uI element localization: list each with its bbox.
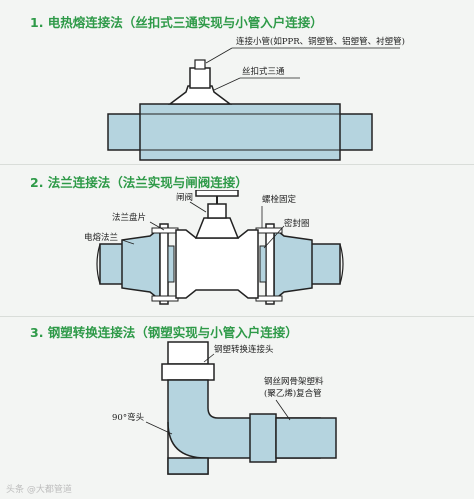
seal-ring-left xyxy=(167,245,175,283)
tee-socket xyxy=(139,103,341,161)
label-small-pipe: 连接小管(如PPR、铜塑管、铝塑管、衬塑管) xyxy=(236,36,405,47)
bolt-top-left xyxy=(151,227,179,234)
valve-handwheel xyxy=(195,190,239,197)
label-adapter: 钢塑转换连接头 xyxy=(214,344,274,355)
gate-valve-body xyxy=(175,229,259,299)
adapter-sleeve xyxy=(161,363,215,381)
section-3-diagram: 钢塑转换连接头 钢丝网骨架塑料 (聚乙烯)复合管 90°弯头 xyxy=(112,341,337,475)
composite-pipe xyxy=(275,417,337,459)
section-1-title: 1. 电热熔连接法（丝扣式三通实现与小管入户连接） xyxy=(30,15,323,30)
valve-bonnet xyxy=(194,217,240,239)
label-composite-1: 钢丝网骨架塑料 xyxy=(264,376,324,387)
label-elbow: 90°弯头 xyxy=(112,412,145,423)
bolt-bottom-left xyxy=(151,295,179,302)
bolt-bottom-right xyxy=(255,295,283,302)
section-1-diagram: 连接小管(如PPR、铜塑管、铝塑管、衬塑管) 丝扣式三通 xyxy=(107,36,405,161)
label-flange-disc: 法兰盘片 xyxy=(112,212,146,223)
left-flange-disc xyxy=(159,223,169,305)
divider-1 xyxy=(0,164,474,165)
tee-body xyxy=(167,85,233,105)
label-composite-2: (聚乙烯)复合管 xyxy=(264,388,322,399)
watermark: 头条 @大都管道 xyxy=(6,485,72,495)
small-pipe xyxy=(189,67,211,89)
right-ef-flange xyxy=(273,226,313,302)
seal-ring-right xyxy=(259,245,267,283)
left-ef-flange xyxy=(121,226,161,302)
adapter-cap xyxy=(167,341,209,365)
label-tee: 丝扣式三通 xyxy=(242,66,285,77)
section-2-diagram: 闸阀 螺栓固定 法兰盘片 密封圈 电熔法兰 xyxy=(84,190,344,305)
right-flange-disc xyxy=(265,223,275,305)
label-bolt: 螺栓固定 xyxy=(262,194,297,205)
elbow-socket xyxy=(249,413,277,463)
label-gate-valve: 闸阀 xyxy=(176,193,193,203)
divider-2 xyxy=(0,316,474,317)
label-ef-flange: 电熔法兰 xyxy=(84,232,118,243)
section-3-title: 3. 钢塑转换连接法（钢塑实现与小管入户连接） xyxy=(30,325,298,340)
label-seal-ring: 密封圈 xyxy=(284,218,310,229)
section-2-title: 2. 法兰连接法（法兰实现与闸阀连接） xyxy=(30,175,248,190)
